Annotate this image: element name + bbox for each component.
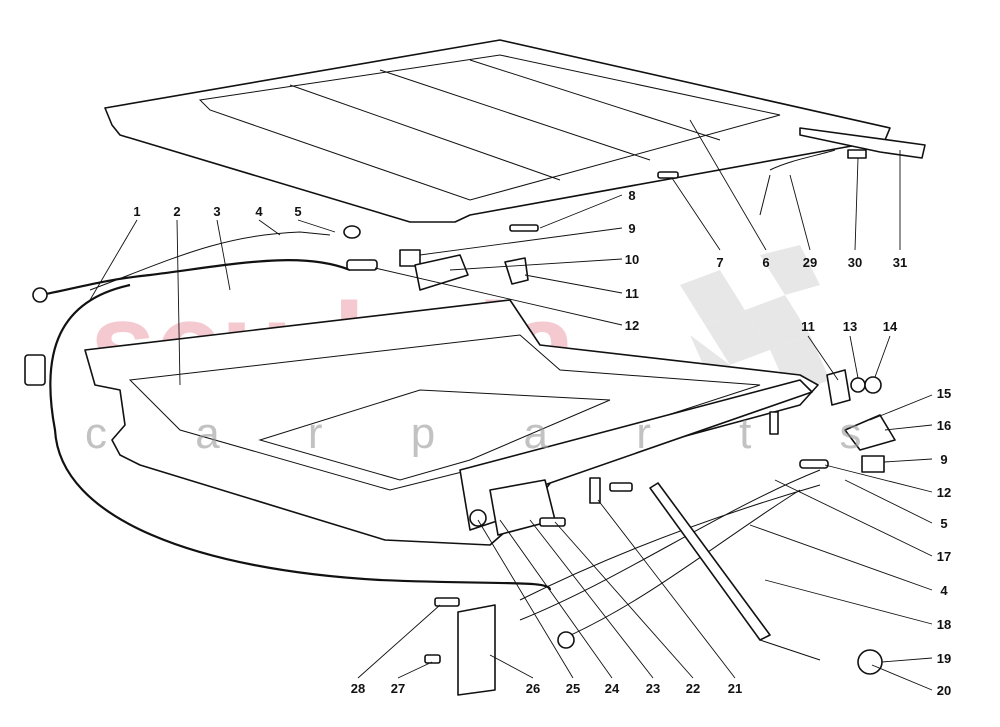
- callout-17: 17: [937, 549, 951, 564]
- lid-frame: [84, 299, 819, 546]
- leader-lines: [89, 119, 933, 691]
- callout-4: 4: [255, 204, 263, 219]
- small-parts: [24, 149, 896, 696]
- callout-24: 24: [605, 681, 620, 696]
- callout-7: 7: [716, 255, 723, 270]
- callout-31: 31: [893, 255, 907, 270]
- engine-lid: [104, 39, 891, 223]
- callout-30: 30: [848, 255, 862, 270]
- callout-6: 6: [762, 255, 769, 270]
- callout-2: 2: [173, 204, 180, 219]
- callout-5: 5: [940, 516, 947, 531]
- callout-21: 21: [728, 681, 742, 696]
- callout-labels: 1 2 3 4 5 8 9 10 11 12 7 6 29 30 31 11 1…: [133, 188, 951, 698]
- callout-9: 9: [628, 221, 635, 236]
- callout-27: 27: [391, 681, 405, 696]
- callout-29: 29: [803, 255, 817, 270]
- callout-23: 23: [646, 681, 660, 696]
- callout-18: 18: [937, 617, 951, 632]
- callout-26: 26: [526, 681, 540, 696]
- callout-13: 13: [843, 319, 857, 334]
- callout-25: 25: [566, 681, 580, 696]
- callout-22: 22: [686, 681, 700, 696]
- callout-3: 3: [213, 204, 220, 219]
- callout-20: 20: [937, 683, 951, 698]
- callout-4: 4: [940, 583, 948, 598]
- callout-19: 19: [937, 651, 951, 666]
- callout-11: 11: [625, 286, 639, 301]
- release-cables: [39, 231, 821, 661]
- callout-8: 8: [628, 188, 635, 203]
- callout-12: 12: [625, 318, 639, 333]
- callout-14: 14: [883, 319, 898, 334]
- callout-11: 11: [801, 319, 815, 334]
- callout-16: 16: [937, 418, 951, 433]
- callout-1: 1: [133, 204, 140, 219]
- callout-5: 5: [294, 204, 301, 219]
- callout-15: 15: [937, 386, 951, 401]
- callout-10: 10: [625, 252, 639, 267]
- side-trim: [799, 127, 926, 159]
- callout-9: 9: [940, 452, 947, 467]
- callout-12: 12: [937, 485, 951, 500]
- callout-28: 28: [351, 681, 365, 696]
